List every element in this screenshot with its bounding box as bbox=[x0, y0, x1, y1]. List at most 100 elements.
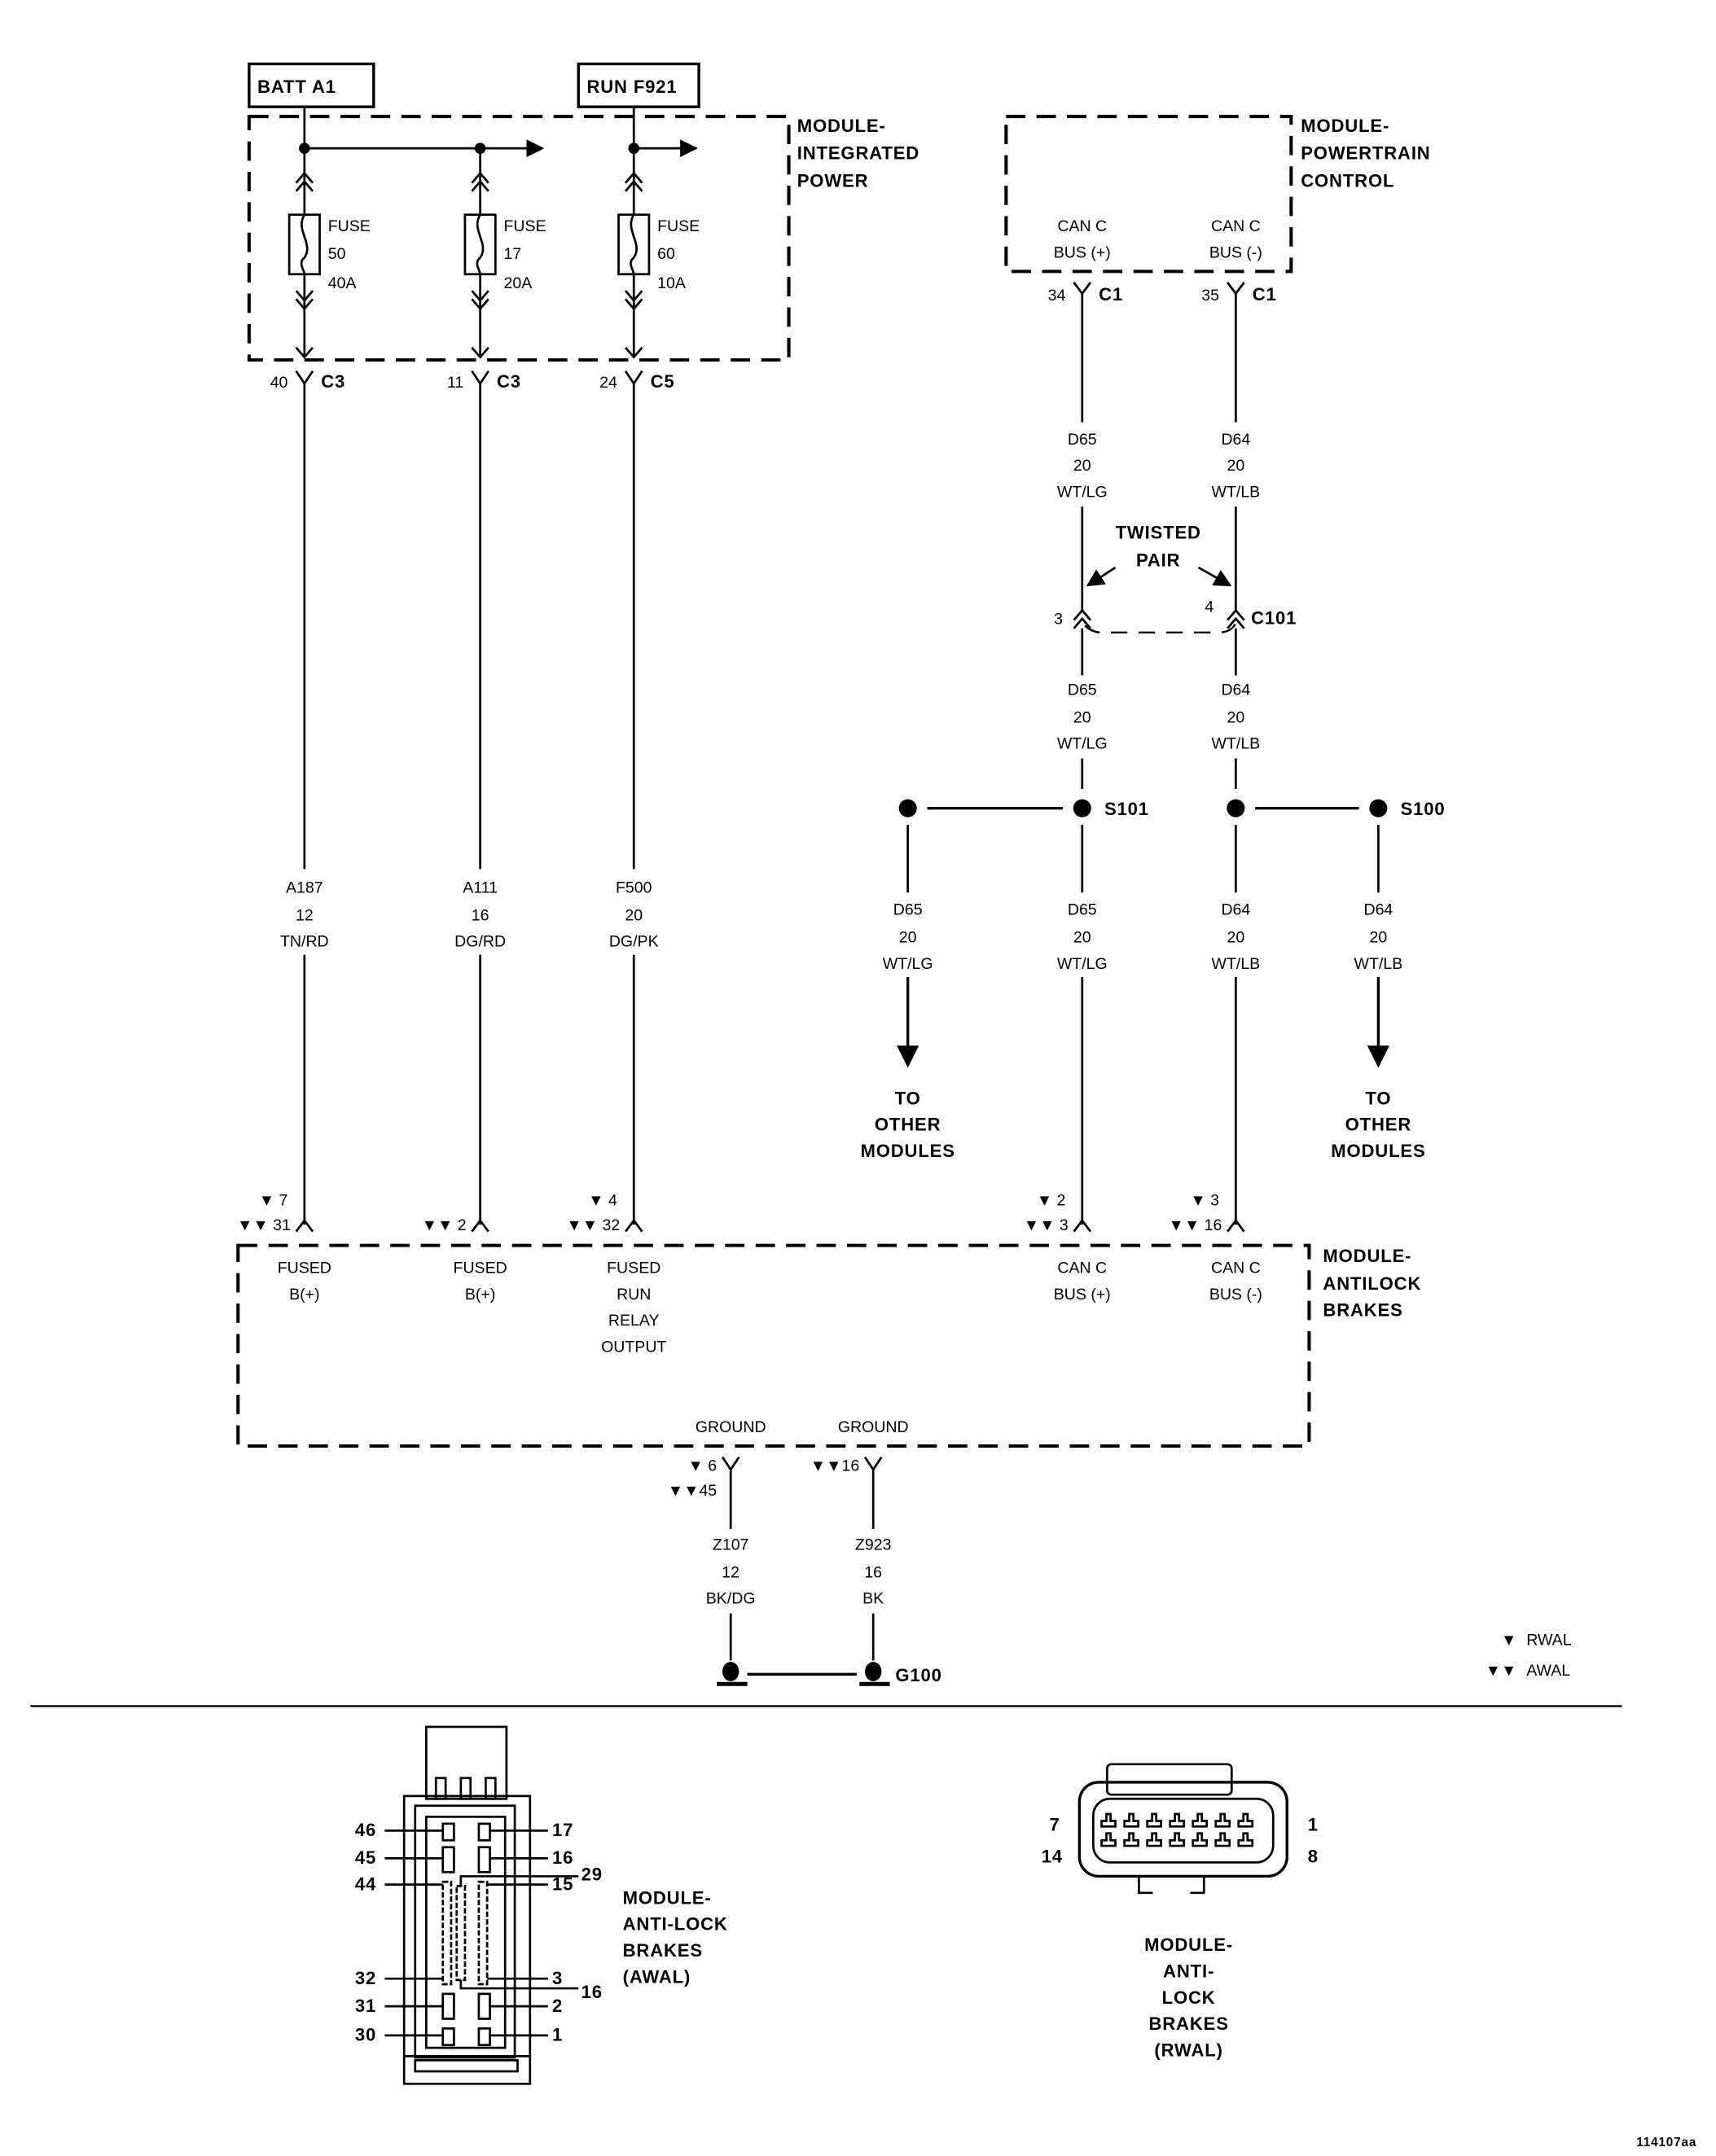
to-other-modules-label: OTHER bbox=[875, 1115, 941, 1135]
abs-pin-awal: ▼▼ 32 bbox=[566, 1216, 620, 1234]
abs-pin-function: FUSED bbox=[454, 1260, 507, 1277]
wire-gauge: 20 bbox=[1073, 708, 1091, 726]
terminal-icon bbox=[1214, 1812, 1231, 1828]
pin-label: 7 bbox=[1049, 1814, 1060, 1834]
fuse-rating: 40A bbox=[328, 274, 357, 292]
fuse-icon bbox=[463, 213, 497, 276]
pin-label: 17 bbox=[552, 1820, 573, 1840]
pin-label: 16 bbox=[582, 1982, 603, 2002]
wire-circuit: D65 bbox=[1068, 681, 1097, 699]
pin-number: 4 bbox=[1205, 598, 1213, 616]
connector-id: C1 bbox=[1253, 284, 1277, 305]
abs-pin-rwal: ▼ 2 bbox=[1037, 1191, 1066, 1209]
fuse-label: FUSE bbox=[657, 217, 700, 235]
ground-g100-label: G100 bbox=[895, 1665, 941, 1685]
wire-circuit: D65 bbox=[1068, 431, 1097, 449]
pin-label: 31 bbox=[355, 1996, 376, 2016]
module-powertrain-control: MODULE- POWERTRAIN CONTROL CAN C BUS (+)… bbox=[1004, 115, 1430, 305]
wire-circuit: D64 bbox=[1221, 431, 1250, 449]
wire-color: WT/LB bbox=[1354, 955, 1403, 973]
run-label: RUN F921 bbox=[586, 77, 677, 97]
terminal-icon bbox=[1123, 1832, 1139, 1847]
wire-color: WT/LG bbox=[1057, 483, 1108, 501]
wire-color: WT/LG bbox=[1057, 735, 1108, 753]
wire-circuit: Z107 bbox=[713, 1536, 749, 1553]
pcm-pin-function: CAN C bbox=[1057, 217, 1107, 235]
pin-label: 46 bbox=[355, 1820, 376, 1840]
batt-label: BATT A1 bbox=[257, 77, 336, 97]
twisted-pair-label: PAIR bbox=[1136, 550, 1181, 570]
abs-pin-function: B(+) bbox=[465, 1286, 495, 1304]
pin-label: 16 bbox=[552, 1847, 573, 1868]
wire-circuit: D65 bbox=[893, 901, 923, 918]
ground-function: GROUND bbox=[838, 1418, 909, 1436]
terminal-icon bbox=[1146, 1812, 1162, 1828]
pin-label: 32 bbox=[355, 1968, 376, 1988]
fuse-label: FUSE bbox=[328, 217, 371, 235]
ground-g100: G100 bbox=[717, 1662, 941, 1686]
fuse-rating: 20A bbox=[504, 274, 533, 292]
pin-number: 24 bbox=[599, 374, 617, 392]
twisted-pair-shield bbox=[1084, 622, 1237, 634]
to-other-modules-label: MODULES bbox=[860, 1141, 955, 1161]
connector-id: C3 bbox=[497, 371, 521, 392]
wire-circuit: D64 bbox=[1221, 681, 1250, 699]
ground-pin-awal: ▼▼45 bbox=[668, 1482, 718, 1500]
pcm-pin-function: BUS (-) bbox=[1209, 243, 1262, 261]
fuse-number: 17 bbox=[504, 245, 522, 263]
rwal-connector-label: ANTI- bbox=[1163, 1961, 1214, 1981]
wire-gauge: 12 bbox=[722, 1563, 740, 1581]
fuse-icon bbox=[287, 213, 321, 276]
to-other-modules-label: OTHER bbox=[1345, 1115, 1412, 1135]
splice-dot bbox=[898, 799, 917, 817]
pin-number: 3 bbox=[1054, 611, 1063, 629]
wire-gauge: 20 bbox=[899, 928, 917, 946]
terminal-icon bbox=[1100, 1812, 1117, 1828]
abs-pin-awal: ▼▼ 2 bbox=[422, 1216, 467, 1234]
terminal-icon bbox=[1214, 1832, 1231, 1847]
wire-gauge: 20 bbox=[1227, 928, 1245, 946]
wire-color: WT/LG bbox=[883, 955, 933, 973]
wire-circuit: A187 bbox=[286, 879, 323, 896]
pin-label: 2 bbox=[552, 1996, 563, 2016]
pin-number: 35 bbox=[1201, 287, 1219, 305]
terminal-icon bbox=[1123, 1812, 1139, 1828]
terminal-icon bbox=[1237, 1812, 1254, 1828]
splice-dot bbox=[1369, 799, 1388, 817]
pin-label: 1 bbox=[552, 2025, 563, 2045]
connector-id: C1 bbox=[1099, 284, 1123, 305]
abs-pin-function: FUSED bbox=[607, 1260, 661, 1277]
wire-circuit: Z923 bbox=[855, 1536, 892, 1553]
wire-color: DG/RD bbox=[454, 933, 506, 951]
legend-label-rwal: RWAL bbox=[1526, 1632, 1571, 1650]
rwal-connector-label: (RWAL) bbox=[1154, 2040, 1222, 2060]
wire-color: WT/LB bbox=[1212, 955, 1261, 973]
batt-a1-source: BATT A1 bbox=[248, 62, 375, 108]
fuse-icon bbox=[617, 213, 651, 276]
pin-label: 1 bbox=[1308, 1814, 1319, 1834]
wire-gauge: 20 bbox=[625, 906, 643, 924]
connector-id: C3 bbox=[321, 371, 345, 392]
module-antilock-brakes: MODULE- ANTILOCK BRAKES ▼ 7▼▼ 31FUSEDB(+… bbox=[236, 1191, 1421, 1686]
awal-connector-label: ANTI-LOCK bbox=[623, 1914, 728, 1935]
wire-gauge: 20 bbox=[1227, 708, 1245, 726]
to-other-modules-label: MODULES bbox=[1331, 1141, 1425, 1161]
pcm-pin-function: BUS (+) bbox=[1054, 243, 1111, 261]
wire-gauge: 16 bbox=[864, 1563, 882, 1581]
to-other-modules-label: TO bbox=[895, 1088, 921, 1108]
legend-label-awal: AWAL bbox=[1526, 1662, 1570, 1680]
abs-pin-function: CAN C bbox=[1211, 1260, 1261, 1277]
connector-id: C101 bbox=[1251, 608, 1297, 629]
splice-dot bbox=[1073, 799, 1091, 817]
abs-label: ANTILOCK bbox=[1323, 1273, 1421, 1294]
awal-connector-label: BRAKES bbox=[623, 1940, 703, 1961]
wire-color: WT/LG bbox=[1057, 955, 1108, 973]
legend-symbol-awal: ▼▼ bbox=[1486, 1662, 1517, 1680]
ipm-label: POWER bbox=[797, 171, 869, 191]
terminal-icon bbox=[1237, 1832, 1254, 1847]
wire-color: WT/LB bbox=[1212, 483, 1261, 501]
pin-number: 40 bbox=[270, 374, 288, 392]
